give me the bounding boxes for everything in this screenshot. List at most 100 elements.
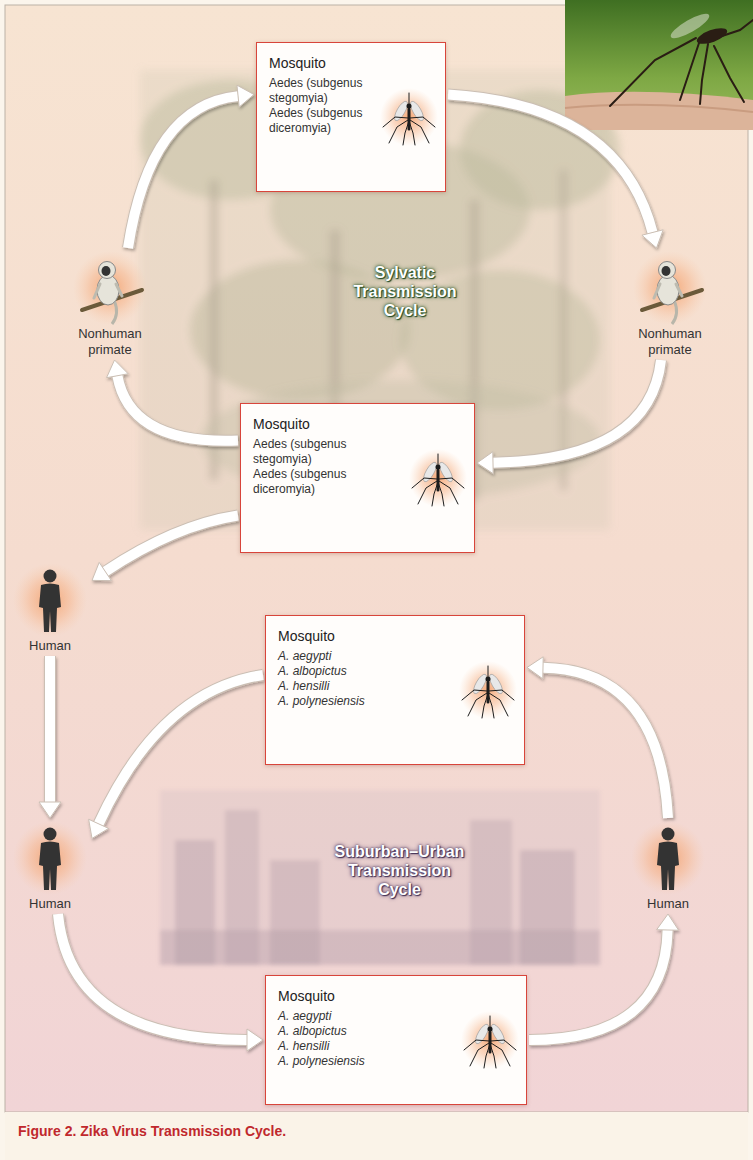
cycle-label: Suburban–Urban Transmission Cycle (327, 842, 472, 899)
arrow-head (89, 819, 109, 838)
svg-path (565, 105, 753, 112)
svg-path (700, 44, 708, 104)
host-node: Human (10, 820, 90, 912)
svg-path (39, 584, 61, 633)
svg-rect (160, 790, 600, 965)
svg-line (487, 682, 490, 702)
transmission-arrow (448, 95, 663, 249)
arrow-outline (99, 675, 263, 824)
host-node: Human (10, 562, 90, 654)
svg-circle (407, 104, 412, 109)
svg-g (462, 666, 514, 718)
host-node: Nonhuman primate (65, 250, 155, 358)
svg-circle (486, 677, 491, 682)
svg-circle (633, 251, 707, 325)
arrow-body (117, 376, 238, 441)
species-name: Aedes (subgenus diceromyia) (269, 106, 373, 136)
svg-line (490, 1016, 491, 1027)
svg-ellipse (437, 460, 455, 483)
arrow-body (493, 360, 661, 463)
svg-ellipse (489, 1022, 507, 1045)
text-column: MosquitoA. aegyptiA. albopictusA. hensil… (278, 988, 398, 1069)
svg-line (488, 666, 489, 677)
species-name: A. hensilli (278, 1039, 398, 1054)
box-heading: Mosquito (278, 628, 398, 645)
svg-g (383, 93, 435, 145)
svg-circle (73, 251, 147, 325)
arrow-head (657, 914, 679, 930)
arrow-outline (58, 914, 247, 1040)
svg-path (654, 284, 682, 298)
svg-path (94, 284, 122, 298)
arrow-head (107, 360, 129, 378)
mosquito-box: MosquitoAedes (subgenus stegomyia)Aedes … (240, 403, 475, 553)
arrow-head (92, 562, 111, 580)
host-label: Nonhuman primate (625, 326, 715, 358)
svg-ellipse (408, 99, 426, 122)
svg-circle (436, 465, 441, 470)
species-name: A. hensilli (278, 679, 398, 694)
species-name: Aedes (subgenus stegomyia) (253, 437, 357, 467)
svg-path (565, 92, 753, 130)
arrow-body (99, 675, 263, 824)
svg-circle (44, 828, 57, 841)
svg-circle (488, 1027, 493, 1032)
arrow-head (642, 230, 663, 248)
arrow-body (105, 516, 238, 572)
svg-circle (461, 1011, 519, 1069)
transmission-arrow (92, 516, 238, 581)
svg-line (438, 454, 439, 465)
svg-circle (44, 570, 57, 583)
svg-ellipse (668, 10, 712, 42)
cycle-label: Sylvatic Transmission Cycle (345, 263, 465, 320)
arrow-body (58, 914, 247, 1040)
mosquito-box: Mosquito A. aegyptiA. albopictusA. hensil… (265, 615, 525, 765)
arrow-outline (117, 376, 238, 441)
species-name: A. albopictus (278, 664, 398, 679)
arrow-head (527, 657, 543, 679)
mosquito-icon (408, 448, 468, 508)
arrow-outline (105, 516, 238, 572)
transmission-arrow (58, 914, 263, 1051)
svg-path (680, 40, 700, 100)
svg-circle (659, 262, 676, 279)
svg-line (489, 1032, 492, 1052)
host-label: Human (628, 896, 708, 912)
city-backdrop (160, 790, 600, 965)
arrow-head (247, 1029, 263, 1051)
arrow-outline (448, 95, 653, 233)
caption-strip (5, 1112, 748, 1160)
svg-ellipse (471, 672, 489, 695)
arrow-outline (44, 656, 56, 802)
arrow-outline (529, 930, 668, 1040)
mosquito-photo (565, 0, 753, 130)
mosquito-box: MosquitoAedes (subgenus stegomyia)Aedes … (256, 42, 446, 192)
transmission-arrow (107, 360, 238, 441)
svg-circle (13, 821, 87, 895)
svg-rect (565, 0, 753, 130)
svg-path (610, 38, 696, 106)
svg-g (412, 454, 464, 506)
transmission-arrow (89, 675, 263, 838)
species-name: A. aegypti (278, 1009, 398, 1024)
figure-panel (5, 5, 748, 1112)
svg-g (464, 1016, 516, 1068)
arrow-head (237, 85, 254, 107)
host-label: Human (10, 638, 90, 654)
box-heading: Mosquito (253, 416, 357, 433)
host-icon (10, 820, 90, 896)
svg-ellipse (662, 266, 671, 276)
host-icon (70, 250, 150, 326)
svg-circle (631, 821, 705, 895)
svg-circle (13, 563, 87, 637)
svg-ellipse (102, 266, 111, 276)
svg-ellipse (392, 99, 410, 122)
text-column: MosquitoAedes (subgenus stegomyia)Aedes … (253, 416, 357, 497)
text-column: Mosquito A. aegyptiA. albopictusA. hensil… (278, 628, 398, 709)
host-label: Human (10, 896, 90, 912)
svg-rect (160, 930, 600, 965)
svg-ellipse (695, 25, 729, 47)
mosquito-icon (460, 1010, 520, 1070)
species-name: Aedes (subgenus diceromyia) (253, 467, 357, 497)
species-name: A. aegypti (278, 649, 398, 664)
